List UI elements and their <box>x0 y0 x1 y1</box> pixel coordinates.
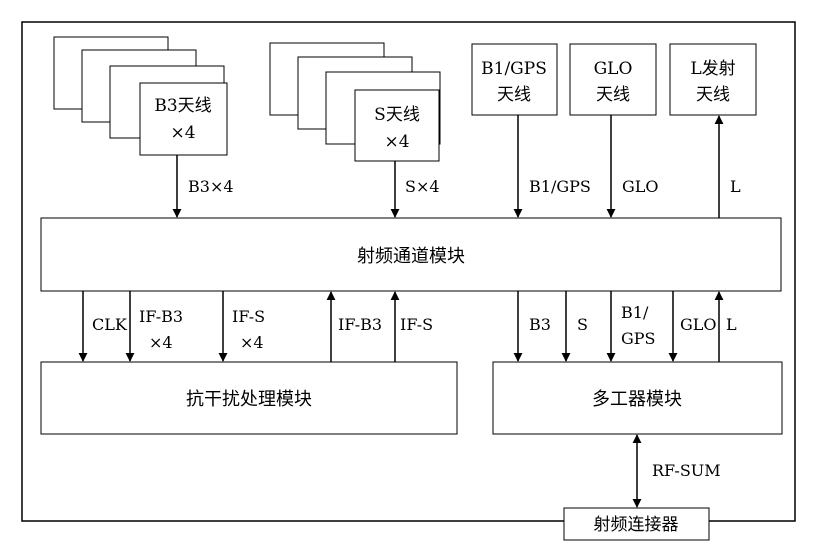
multiplexer-module-label: 多工器模块 <box>592 389 682 410</box>
b1gps-antenna-label: B1/GPS <box>481 59 547 79</box>
b3-antenna-stack: B3天线 ×4 <box>53 36 228 156</box>
signal-if-s-down-count: ×4 <box>240 333 264 352</box>
signal-if-s-up: IF-S <box>400 315 433 334</box>
signal-mux-l: L <box>726 315 737 334</box>
rf-connector-label: 射频连接器 <box>594 515 679 535</box>
signal-top-glo: GLO <box>622 177 659 196</box>
rf-channel-module-label: 射频通道模块 <box>357 246 465 267</box>
b3-antenna-label: B3天线 <box>154 96 211 116</box>
signal-top-b3: B3×4 <box>188 177 234 196</box>
signal-mux-b1gps: B1/ <box>621 303 649 322</box>
glo-antenna-sub: 天线 <box>596 85 630 105</box>
anti-jam-module-label: 抗干扰处理模块 <box>186 389 312 410</box>
signal-mux-b3: B3 <box>529 315 551 334</box>
signal-mux-b1gps-2: GPS <box>621 329 656 348</box>
l-tx-antenna-sub: 天线 <box>696 85 730 105</box>
glo-antenna-label: GLO <box>594 59 633 79</box>
l-tx-antenna: L发射 天线 <box>669 43 757 116</box>
b1gps-antenna-sub: 天线 <box>497 85 531 105</box>
anti-jam-module <box>40 361 458 435</box>
signal-top-b1gps: B1/GPS <box>529 177 591 196</box>
signal-if-b3-up: IF-B3 <box>338 315 382 334</box>
signal-if-s-down: IF-S <box>232 307 265 326</box>
rf-connector <box>563 507 710 541</box>
l-tx-antenna-label: L发射 <box>690 59 735 79</box>
s-antenna-label: S天线 <box>374 105 420 125</box>
glo-antenna: GLO 天线 <box>569 43 657 116</box>
signal-top-l: L <box>730 177 741 196</box>
signal-mux-glo: GLO <box>680 315 717 334</box>
signal-top-s: S×4 <box>405 177 440 196</box>
signal-if-b3-down-count: ×4 <box>149 333 173 352</box>
signal-if-b3-down: IF-B3 <box>139 307 183 326</box>
s-antenna-count: ×4 <box>384 132 409 152</box>
s-antenna-stack: S天线 ×4 <box>269 42 441 162</box>
signal-clk: CLK <box>92 315 128 334</box>
signal-mux-s: S <box>577 315 588 334</box>
signal-rf-sum: RF-SUM <box>652 461 721 480</box>
b3-antenna-count: ×4 <box>170 123 195 143</box>
rf-channel-module <box>40 217 782 292</box>
multiplexer-module <box>492 361 783 435</box>
b1gps-antenna: B1/GPS 天线 <box>471 43 558 116</box>
outer-frame <box>21 21 796 522</box>
